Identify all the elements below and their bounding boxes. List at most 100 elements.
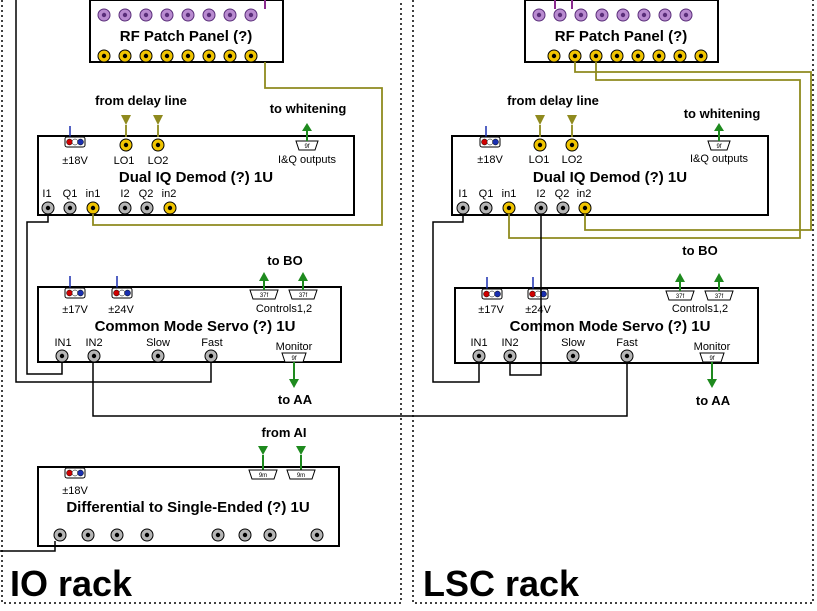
io-port-in2: in2 [162, 188, 177, 200]
io-diff-title: Differential to Single-Ended (?) 1U [66, 499, 309, 516]
lsc-servo-title: Common Mode Servo (?) 1U [510, 318, 711, 335]
io-port-I1: I1 [42, 188, 51, 200]
io-rack-outline [1, 0, 402, 604]
lsc-lo2-arrow-icon [567, 115, 577, 125]
io-diff-out-cable [0, 541, 56, 552]
io-from-ai: from AI [261, 425, 306, 440]
lsc-to-bo: to BO [682, 243, 717, 258]
io-controls1-connector [249, 289, 279, 300]
io-to-aa: to AA [278, 392, 313, 407]
lsc-rack-title: LSC rack [423, 563, 580, 604]
io-monitor-arrow-icon [289, 379, 299, 388]
lsc-rack-outline [412, 0, 814, 604]
io-rf-cable-in1 [92, 62, 383, 226]
io-iq-outputs-label: I&Q outputs [278, 154, 337, 166]
lsc-controls2-arrow-icon [714, 273, 724, 282]
svg-text:37f: 37f [715, 294, 724, 300]
io-rack-title: IO rack [10, 563, 133, 604]
svg-text:37f: 37f [299, 293, 308, 299]
lsc-port-in2: in2 [577, 188, 592, 200]
lsc-iq-outputs-label: I&Q outputs [690, 153, 749, 165]
lsc-iq-output-arrow-icon [714, 123, 724, 131]
lsc-iq-output-connector [707, 140, 731, 151]
io-servo-slow: Slow [146, 337, 170, 349]
io-cable-fast [15, 0, 212, 383]
io-rack: RF Patch Panel (?) from delay line to wh… [10, 0, 355, 604]
lsc-controls2-connector [704, 290, 734, 301]
io-cm-servo [37, 286, 342, 363]
io-monitor-connector [281, 352, 307, 363]
io-diff-conn1 [248, 469, 278, 480]
io-demod-power-connector [64, 136, 86, 148]
io-servo-power-24: ±24V [108, 304, 134, 316]
lsc-cable-I1-IN1 [432, 214, 480, 383]
lsc-servo-power-24: ±24V [525, 304, 551, 316]
io-lo2-label: LO2 [148, 155, 169, 167]
io-iq-output-arrow-icon [302, 123, 312, 131]
io-port-Q1: Q1 [63, 188, 78, 200]
lsc-cm-servo [454, 287, 759, 364]
svg-text:9f: 9f [716, 144, 721, 150]
lsc-controls1-connector [665, 290, 695, 301]
svg-text:9f: 9f [304, 144, 309, 150]
lsc-servo-in1: IN1 [470, 337, 487, 349]
lsc-port-I2: I2 [536, 188, 545, 200]
io-servo-in1: IN1 [54, 337, 71, 349]
lsc-monitor-connector [699, 352, 725, 363]
io-controls-label: Controls1,2 [256, 303, 312, 315]
lsc-from-delay-line: from delay line [507, 93, 599, 108]
lsc-patch-title: RF Patch Panel (?) [555, 28, 688, 45]
lsc-controls1-arrow-icon [675, 273, 685, 282]
io-diff-conn2 [286, 469, 316, 480]
lsc-monitor-arrow-icon [707, 379, 717, 388]
io-cable-I1-IN1 [26, 214, 63, 375]
io-lo2-connector [151, 138, 165, 152]
lsc-lo1-label: LO1 [529, 154, 550, 166]
lsc-rf-cable-in1 [508, 62, 801, 239]
io-patch-title: RF Patch Panel (?) [120, 28, 253, 45]
lsc-servo-fast: Fast [616, 337, 637, 349]
io-ai-arrow1-icon [258, 446, 268, 455]
io-demod-power-label: ±18V [62, 155, 88, 167]
io-port-I2: I2 [120, 188, 129, 200]
svg-text:9m: 9m [297, 473, 305, 479]
lsc-rf-cable-in2 [574, 62, 812, 231]
svg-text:37f: 37f [676, 294, 685, 300]
lsc-demod-title: Dual IQ Demod (?) 1U [533, 169, 687, 186]
lsc-to-aa: to AA [696, 393, 731, 408]
lsc-to-whitening: to whitening [684, 106, 761, 121]
lsc-rack: RF Patch Panel (?) from delay line to wh… [423, 0, 769, 604]
svg-text:37f: 37f [260, 293, 269, 299]
io-lo1-connector [119, 138, 133, 152]
io-controls2-arrow-icon [298, 272, 308, 281]
io-to-whitening: to whitening [270, 101, 347, 116]
io-demod-title: Dual IQ Demod (?) 1U [119, 169, 273, 186]
lsc-servo-in2: IN2 [501, 337, 518, 349]
io-servo-power-17: ±17V [62, 304, 88, 316]
svg-text:9f: 9f [709, 356, 714, 362]
io-servo-fast: Fast [201, 337, 222, 349]
lsc-port-I1: I1 [458, 188, 467, 200]
io-port-Q2: Q2 [139, 188, 154, 200]
cross-rack-cable [92, 362, 628, 417]
io-to-bo: to BO [267, 253, 302, 268]
io-iq-output-connector [295, 140, 319, 151]
lsc-servo-slow: Slow [561, 337, 585, 349]
lsc-port-Q2: Q2 [555, 188, 570, 200]
lsc-controls-label: Controls1,2 [672, 303, 728, 315]
lsc-servo-power-17: ±17V [478, 304, 504, 316]
lsc-port-in1: in1 [502, 188, 517, 200]
io-controls2-connector [288, 289, 318, 300]
lsc-servo-monitor: Monitor [694, 341, 731, 353]
io-servo-title: Common Mode Servo (?) 1U [95, 318, 296, 335]
io-lo1-arrow-icon [121, 115, 131, 125]
io-from-delay-line: from delay line [95, 93, 187, 108]
io-ai-arrow2-icon [296, 446, 306, 455]
io-port-in1: in1 [86, 188, 101, 200]
lsc-demod-power-label: ±18V [477, 154, 503, 166]
lsc-cable-I2-IN2 [509, 214, 542, 376]
io-controls1-arrow-icon [259, 272, 269, 281]
io-lo1-label: LO1 [114, 155, 135, 167]
svg-text:9m: 9m [259, 473, 267, 479]
